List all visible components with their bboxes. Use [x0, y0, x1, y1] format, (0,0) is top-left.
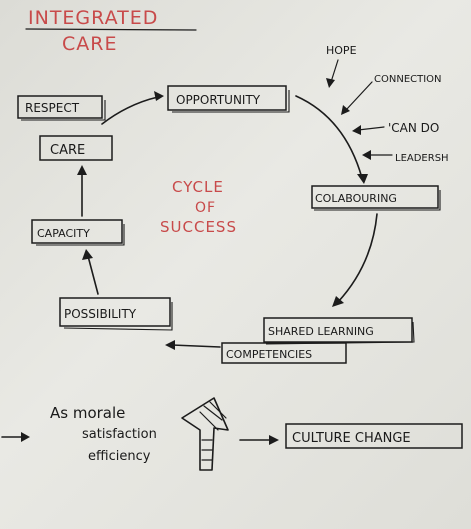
care-label: CARE: [50, 143, 85, 158]
hope-arrow: [330, 59, 339, 83]
culture-change-box: [285, 423, 463, 449]
respect-node: RESPECT: [17, 95, 106, 121]
center-line-2: OF: [195, 200, 216, 216]
competencies-node: COMPETENCIES: [221, 342, 347, 364]
respect-box-shadow: [21, 100, 106, 121]
colabouring-node: COLABOURING: [311, 185, 441, 211]
capacity-node: CAPACITY: [31, 219, 125, 246]
possibility-box: [59, 297, 171, 327]
input-arrows: [326, 59, 393, 160]
care-node: CARE: [39, 135, 113, 161]
opportunity-label: OPPORTUNITY: [176, 93, 261, 107]
cycle-arrows: [77, 91, 378, 350]
possibility-box-shadow: [63, 302, 173, 331]
possibility-label: POSSIBILITY: [64, 307, 137, 321]
shared-learning-box-shadow: [265, 321, 415, 345]
input-labels: HOPE CONNECTION 'CAN DO LEADERSH: [326, 44, 449, 164]
shared-learning-box: [263, 317, 413, 343]
opportunity-node: OPPORTUNITY: [167, 85, 290, 113]
center-caption: CYCLE OF SUCCESS: [160, 178, 237, 236]
colabouring-box: [311, 185, 439, 209]
leadership-arrow-head: [362, 150, 371, 160]
opportunity-box-shadow: [172, 90, 290, 113]
bottom-line-3: efficiency: [88, 449, 151, 464]
capacity-box-shadow: [36, 224, 125, 246]
connection-arrow-head: [341, 105, 350, 115]
capacity-label: CAPACITY: [37, 227, 90, 240]
colabouring-label: COLABOURING: [315, 192, 397, 205]
hope-label: HOPE: [326, 44, 357, 57]
possibility-node: POSSIBILITY: [59, 297, 173, 331]
bottom-section: As morale satisfaction efficiency CULTUR…: [1, 397, 463, 471]
can-do-label: 'CAN DO: [388, 121, 439, 135]
arrow-opportunity-to-colabouring-head: [357, 174, 368, 184]
connection-label: CONNECTION: [374, 74, 442, 85]
opportunity-box: [167, 85, 287, 111]
arrow-respect-to-opportunity-head: [154, 91, 164, 101]
center-line-3: SUCCESS: [160, 218, 237, 236]
respect-box: [17, 95, 103, 119]
arrow-colabouring-to-shared-learning-head: [332, 296, 344, 307]
bottom-line-2: satisfaction: [82, 427, 157, 442]
title: INTEGRATED CARE: [25, 7, 197, 55]
arrow-possibility-to-capacity-head: [82, 249, 93, 260]
arrow-possibility-to-capacity: [87, 255, 99, 295]
care-box: [39, 135, 113, 161]
can-do-arrow-head: [352, 125, 361, 135]
arrow-opportunity-to-colabouring: [295, 95, 363, 179]
arrow-capacity-to-care-head: [77, 165, 87, 175]
shared-learning-node: SHARED LEARNING: [263, 317, 415, 345]
left-edge-arrow-head: [21, 432, 30, 442]
shared-learning-label: SHARED LEARNING: [268, 325, 374, 338]
title-line-1: INTEGRATED: [28, 7, 158, 29]
arrow-respect-to-opportunity: [101, 96, 159, 125]
arrow-competencies-to-possibility: [171, 344, 221, 348]
up-arrow-icon: [181, 397, 229, 471]
title-line-2: CARE: [62, 33, 117, 55]
hope-arrow-head: [326, 78, 335, 88]
arrow-colabouring-to-shared-learning: [337, 213, 378, 303]
title-underline: [25, 28, 197, 31]
colabouring-box-shadow: [314, 190, 441, 211]
competencies-box: [221, 342, 347, 364]
culture-change-arrow-head: [269, 435, 279, 445]
can-do-arrow: [357, 126, 385, 131]
connection-arrow: [345, 81, 373, 111]
center-line-1: CYCLE: [172, 178, 224, 196]
arrow-competencies-to-possibility-head: [165, 340, 175, 350]
culture-change-label: CULTURE CHANGE: [292, 431, 411, 446]
leadership-label: LEADERSH: [395, 153, 449, 164]
bottom-line-1: As morale: [50, 404, 125, 422]
competencies-label: COMPETENCIES: [226, 348, 312, 361]
respect-label: RESPECT: [25, 101, 80, 115]
capacity-box: [31, 219, 123, 244]
